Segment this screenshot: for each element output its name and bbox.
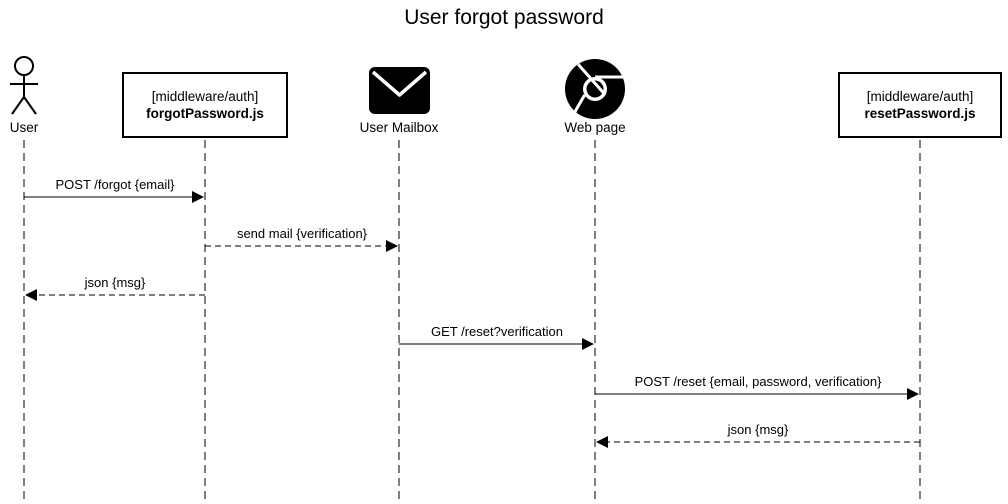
message-label-get-reset: GET /reset?verification [431, 324, 563, 339]
participant-forgot-file: forgotPassword.js [146, 106, 264, 121]
diagram-title: User forgot password [404, 6, 604, 29]
participant-webpage-label: Web page [564, 120, 626, 135]
participant-reset-password-box: [middleware/auth] resetPassword.js [838, 72, 1002, 138]
message-label-json-msg-1: json {msg} [84, 275, 146, 290]
participant-user-label: User [9, 120, 39, 135]
participant-forgot-path: [middleware/auth] [151, 89, 259, 104]
participant-reset-path: [middleware/auth] [866, 89, 974, 104]
envelope-icon [369, 67, 430, 114]
message-label-send-mail: send mail {verification} [236, 226, 368, 241]
chrome-icon [565, 59, 625, 120]
participant-reset-file: resetPassword.js [864, 106, 976, 121]
message-label-json-msg-2: json {msg} [727, 422, 789, 437]
stick-figure-icon [10, 56, 38, 115]
message-label-post-reset: POST /reset {email, password, verificati… [634, 374, 882, 389]
message-label-post-forgot: POST /forgot {email} [55, 177, 175, 192]
participant-mailbox-label: User Mailbox [359, 120, 439, 135]
participant-forgot-password-box: [middleware/auth] forgotPassword.js [122, 72, 288, 138]
